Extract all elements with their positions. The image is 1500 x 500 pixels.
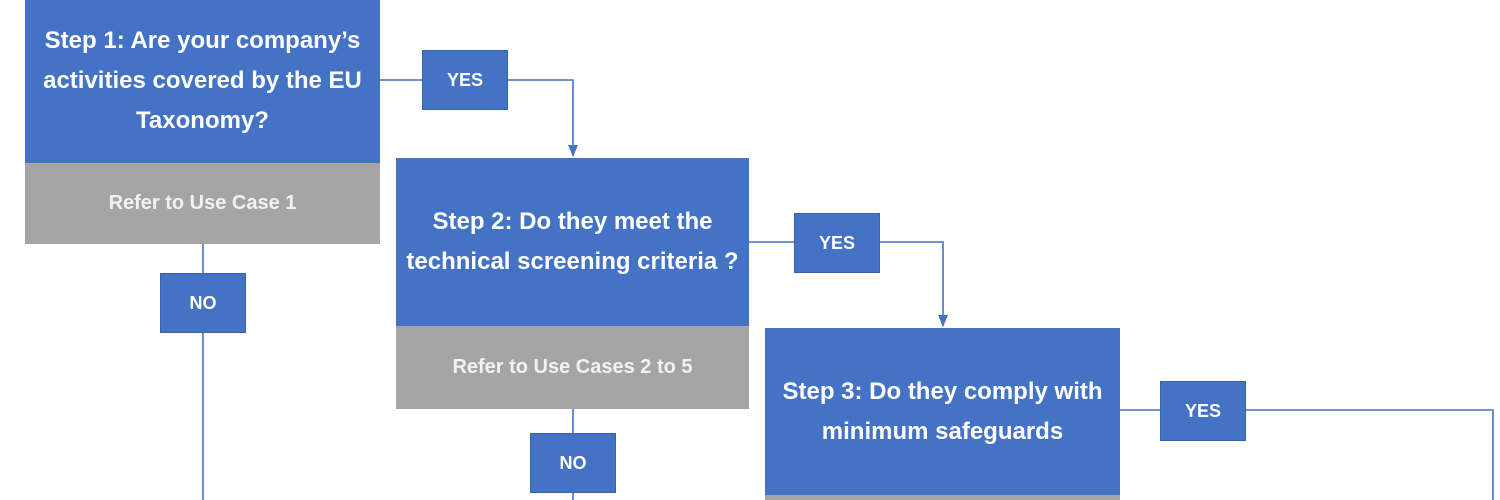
step-1-box: Step 1: Are your company’s activities co…: [25, 0, 380, 163]
step-2-box: Step 2: Do they meet the technical scree…: [396, 158, 749, 326]
yes-text: YES: [446, 69, 484, 90]
step-1-no-label: NO: [160, 273, 246, 333]
no-text: NO: [189, 292, 217, 313]
step-2-title: Step 2: Do they meet the technical scree…: [406, 208, 739, 275]
step-2-reference-label: Refer to Use Cases 2 to 5: [452, 356, 693, 378]
step-2-reference: Refer to Use Cases 2 to 5: [396, 326, 749, 409]
step-1-reference: Refer to Use Case 1: [25, 163, 380, 244]
step-3-yes-label: YES: [1160, 381, 1246, 441]
step-2-no-label: NO: [530, 433, 616, 493]
step-3-reference: [765, 495, 1120, 500]
step-1-reference-label: Refer to Use Case 1: [108, 192, 297, 214]
step-2-yes-label: YES: [794, 213, 880, 273]
step-1-title: Step 1: Are your company’s activities co…: [43, 26, 362, 134]
no-text: NO: [559, 452, 587, 473]
step-3-box: Step 3: Do they comply with minimum safe…: [765, 328, 1120, 496]
yes-text: YES: [1184, 400, 1222, 421]
step-1-yes-label: YES: [422, 50, 508, 110]
step-3-title: Step 3: Do they comply with minimum safe…: [782, 378, 1103, 445]
yes-text: YES: [818, 232, 856, 253]
